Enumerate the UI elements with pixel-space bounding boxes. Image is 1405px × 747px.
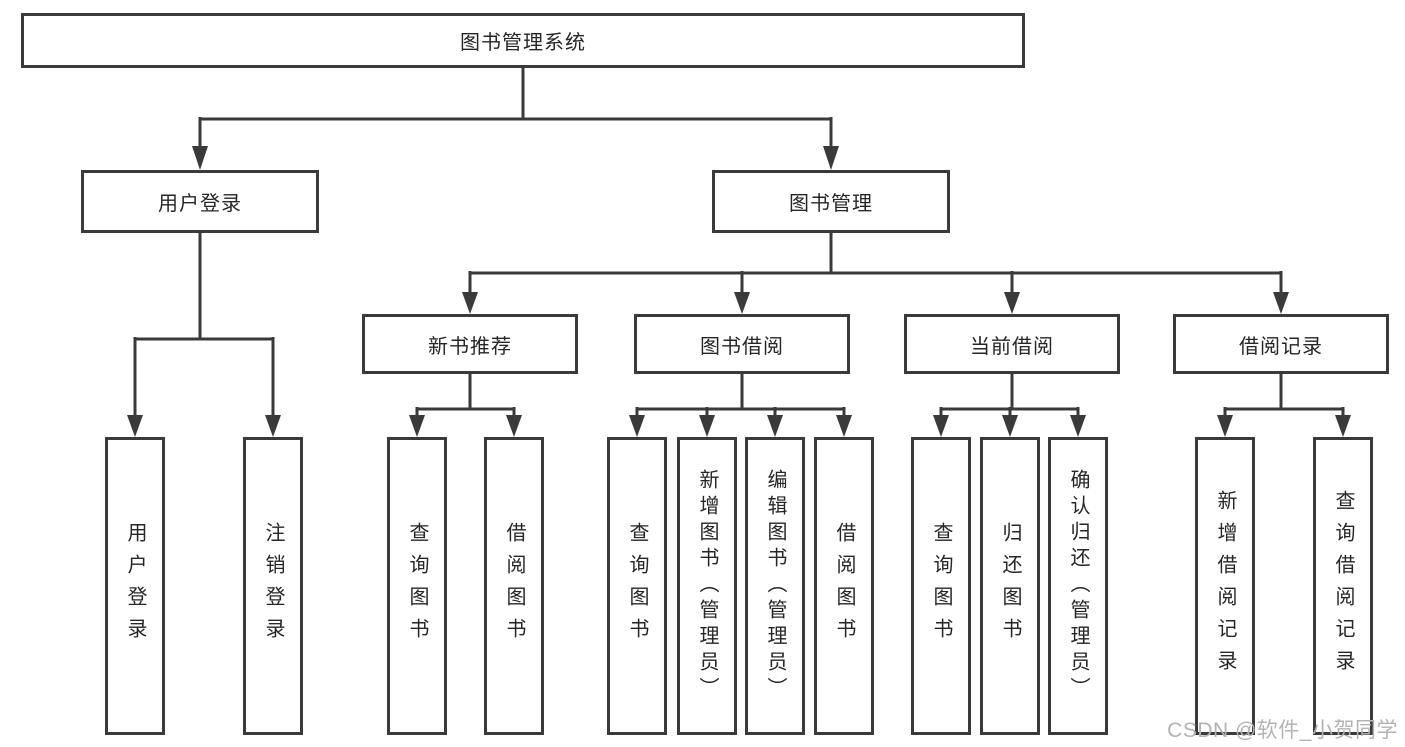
leaf-confirm-return-admin-label: 确认归还（管理员） (1067, 469, 1089, 703)
connector-current-borrow-children (933, 374, 1086, 437)
leaf-add-book-admin: 新增图书（管理员） (677, 437, 737, 735)
leaf-borrow-books-recommend-label: 借阅图书 (503, 522, 525, 650)
leaf-add-borrow-record-label: 新增借阅记录 (1214, 490, 1236, 682)
arrow-down-icon (1217, 415, 1233, 437)
node-new-book-recommend-label: 新书推荐 (428, 335, 512, 358)
node-borrow-records: 借阅记录 (1173, 314, 1389, 374)
arrow-down-icon (127, 415, 143, 437)
arrow-down-icon (734, 292, 750, 314)
leaf-edit-book-admin-label: 编辑图书（管理员） (764, 469, 786, 703)
arrow-down-icon (1004, 292, 1020, 314)
node-borrow-records-label: 借阅记录 (1239, 335, 1323, 358)
leaf-borrow-books-recommend: 借阅图书 (484, 437, 544, 735)
node-new-book-recommend: 新书推荐 (362, 314, 578, 374)
connector-new-book-recommend-children (409, 374, 522, 437)
node-root-system: 图书管理系统 (21, 13, 1025, 68)
leaf-query-borrow-record-label: 查询借阅记录 (1332, 490, 1354, 682)
node-current-borrow-label: 当前借阅 (970, 335, 1054, 358)
leaf-borrow-books-label: 借阅图书 (833, 522, 855, 650)
arrow-down-icon (462, 292, 478, 314)
leaf-return-book-label: 归还图书 (999, 522, 1021, 650)
connector-book-borrow-children (629, 374, 852, 437)
connector-borrow-records-children (1217, 374, 1351, 437)
node-user-login: 用户登录 (81, 170, 319, 233)
leaf-query-borrow-record: 查询借阅记录 (1313, 437, 1373, 735)
leaf-query-books-current: 查询图书 (911, 437, 971, 735)
leaf-add-book-admin-label: 新增图书（管理员） (696, 469, 718, 703)
leaf-edit-book-admin: 编辑图书（管理员） (745, 437, 805, 735)
arrow-down-icon (409, 415, 425, 437)
arrow-down-icon (265, 415, 281, 437)
arrow-down-icon (1002, 415, 1018, 437)
leaf-query-books-current-label: 查询图书 (930, 522, 952, 650)
arrow-down-icon (1273, 292, 1289, 314)
node-book-borrow-label: 图书借阅 (700, 335, 784, 358)
connector-book-management-children (462, 232, 1289, 314)
leaf-logout-label: 注销登录 (262, 522, 284, 650)
leaf-query-books-borrow-label: 查询图书 (626, 522, 648, 650)
leaf-return-book: 归还图书 (980, 437, 1040, 735)
leaf-query-books-borrow: 查询图书 (607, 437, 667, 735)
arrow-down-icon (933, 415, 949, 437)
node-book-management: 图书管理 (712, 170, 950, 233)
leaf-query-books-recommend-label: 查询图书 (406, 522, 428, 650)
arrow-down-icon (836, 415, 852, 437)
arrow-down-icon (767, 415, 783, 437)
node-user-login-label: 用户登录 (158, 193, 242, 215)
connector-root-to-level2 (192, 68, 839, 170)
arrow-down-icon (192, 146, 208, 170)
connector-user-login-children (127, 232, 281, 437)
arrow-down-icon (506, 415, 522, 437)
arrow-down-icon (823, 146, 839, 170)
node-book-management-label: 图书管理 (789, 193, 873, 215)
leaf-borrow-books: 借阅图书 (814, 437, 874, 735)
leaf-user-login-label: 用户登录 (124, 522, 146, 650)
node-root-label: 图书管理系统 (460, 32, 586, 54)
arrow-down-icon (1070, 415, 1086, 437)
arrow-down-icon (699, 415, 715, 437)
leaf-add-borrow-record: 新增借阅记录 (1195, 437, 1255, 735)
leaf-confirm-return-admin: 确认归还（管理员） (1048, 437, 1108, 735)
leaf-query-books-recommend: 查询图书 (387, 437, 447, 735)
arrow-down-icon (629, 415, 645, 437)
leaf-logout: 注销登录 (243, 437, 303, 735)
node-current-borrow: 当前借阅 (904, 314, 1120, 374)
leaf-user-login: 用户登录 (105, 437, 165, 735)
csdn-watermark: CSDN @软件_小贺同学 (1167, 719, 1398, 742)
arrow-down-icon (1335, 415, 1351, 437)
node-book-borrow: 图书借阅 (634, 314, 850, 374)
